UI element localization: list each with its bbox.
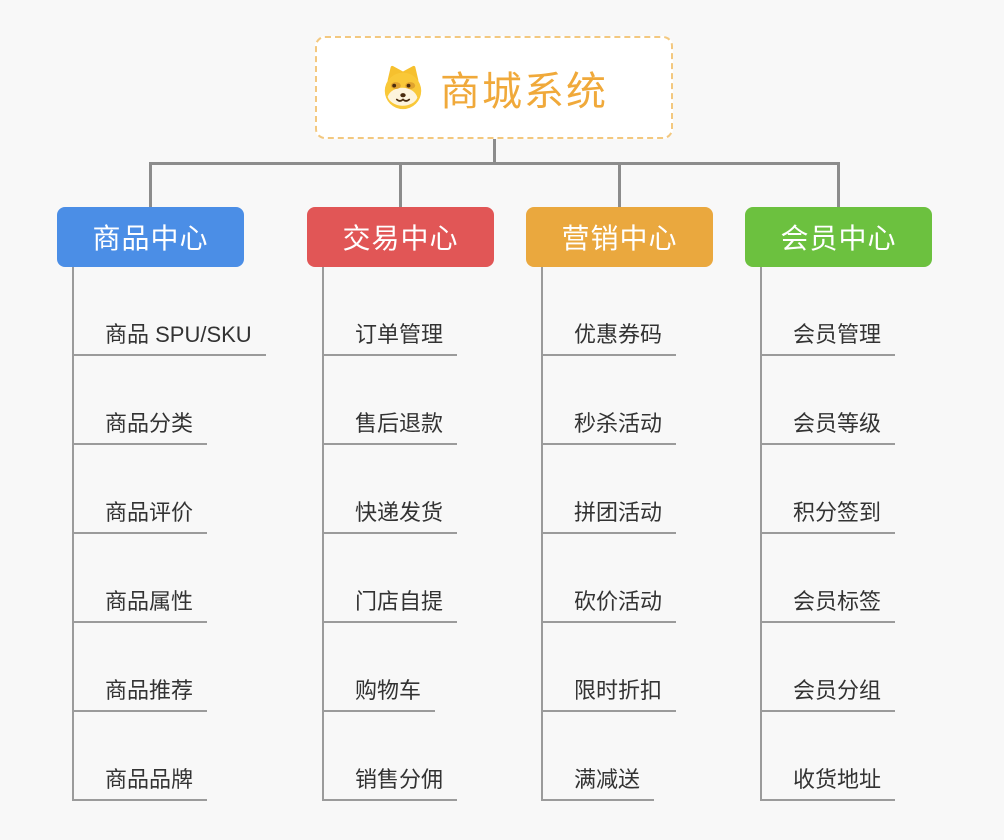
branch-label: 商品中心	[92, 223, 209, 254]
leaf-node[interactable]: 商品评价	[72, 500, 208, 534]
branch-label: 会员中心	[780, 223, 897, 254]
leaf-node[interactable]: 收货地址	[760, 767, 896, 801]
root-node-title: 商城系统	[440, 69, 608, 114]
branch-children-product-center: 商品 SPU/SKU 商品分类 商品评价 商品属性 商品推荐 商品品牌	[57, 267, 307, 807]
leaf-node[interactable]: 订单管理	[322, 322, 458, 356]
leaf-node[interactable]: 商品属性	[72, 589, 208, 623]
leaf-node[interactable]: 秒杀活动	[541, 411, 677, 445]
root-connector-line	[493, 139, 496, 164]
branch-label: 营销中心	[561, 223, 678, 254]
leaf-node[interactable]: 商品分类	[72, 411, 208, 445]
leaf-node[interactable]: 商品推荐	[72, 678, 208, 712]
leaf-node[interactable]: 积分签到	[760, 500, 896, 534]
branch-node-product-center[interactable]: 商品中心	[57, 207, 244, 267]
branch-connector-line	[837, 162, 840, 208]
leaf-node[interactable]: 商品品牌	[72, 767, 208, 801]
leaf-node[interactable]: 满减送	[541, 767, 655, 801]
branch-horizontal-line	[149, 162, 840, 165]
leaf-node[interactable]: 会员标签	[760, 589, 896, 623]
branch-label: 交易中心	[342, 223, 459, 254]
branch-children-member-center: 会员管理 会员等级 积分签到 会员标签 会员分组 收货地址	[745, 267, 995, 807]
leaf-node[interactable]: 会员等级	[760, 411, 896, 445]
dog-face-icon	[384, 65, 422, 109]
branch-node-trade-center[interactable]: 交易中心	[307, 207, 494, 267]
child-trunk-line	[72, 267, 74, 801]
leaf-node[interactable]: 会员分组	[760, 678, 896, 712]
branch-children-marketing-center: 优惠券码 秒杀活动 拼团活动 砍价活动 限时折扣 满减送	[526, 267, 776, 807]
leaf-node[interactable]: 拼团活动	[541, 500, 677, 534]
leaf-node[interactable]: 优惠券码	[541, 322, 677, 356]
branch-node-member-center[interactable]: 会员中心	[745, 207, 932, 267]
leaf-node[interactable]: 门店自提	[322, 589, 458, 623]
branch-connector-line	[399, 162, 402, 208]
branch-connector-line	[149, 162, 152, 208]
leaf-node[interactable]: 限时折扣	[541, 678, 677, 712]
root-node-mall-system[interactable]: 商城系统	[315, 36, 673, 139]
leaf-node[interactable]: 会员管理	[760, 322, 896, 356]
leaf-node[interactable]: 销售分佣	[322, 767, 458, 801]
child-trunk-line	[322, 267, 324, 801]
leaf-node[interactable]: 快递发货	[322, 500, 458, 534]
branch-connector-line	[618, 162, 621, 208]
branch-node-marketing-center[interactable]: 营销中心	[526, 207, 713, 267]
child-trunk-line	[541, 267, 543, 801]
branch-children-trade-center: 订单管理 售后退款 快递发货 门店自提 购物车 销售分佣	[307, 267, 557, 807]
leaf-node[interactable]: 商品 SPU/SKU	[72, 322, 266, 356]
leaf-node[interactable]: 购物车	[322, 678, 436, 712]
leaf-node[interactable]: 售后退款	[322, 411, 458, 445]
leaf-node[interactable]: 砍价活动	[541, 589, 677, 623]
child-trunk-line	[760, 267, 762, 801]
